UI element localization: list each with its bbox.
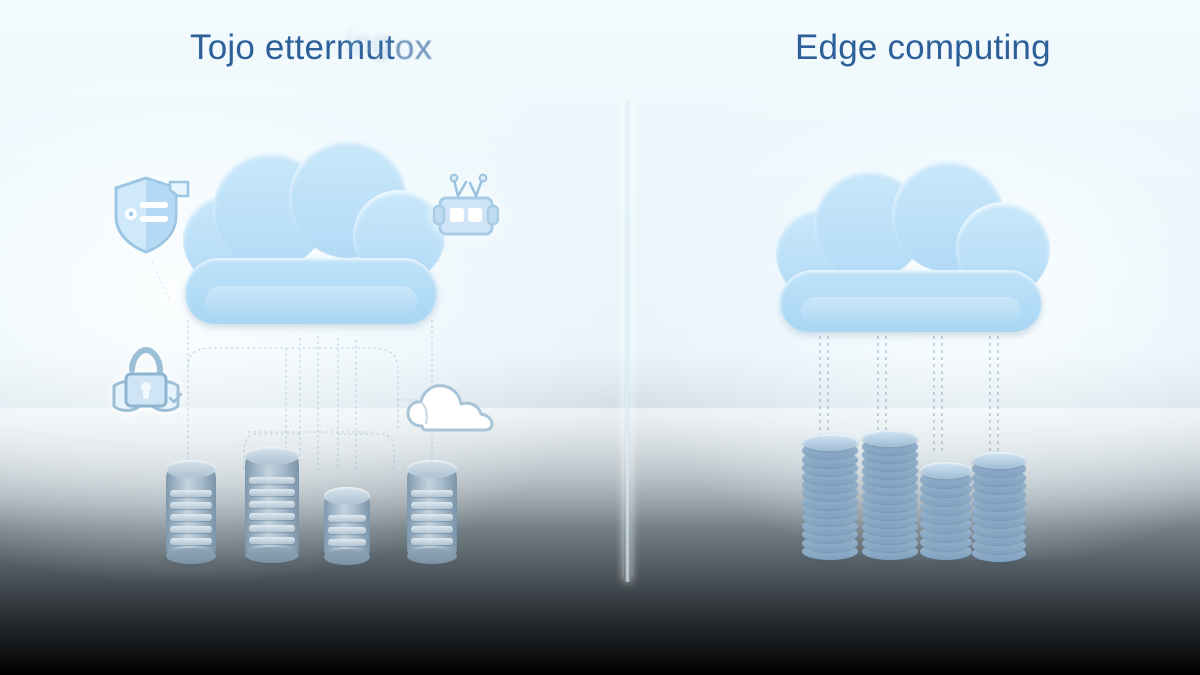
right-panel-title: Edge computing <box>795 28 1051 67</box>
server-rack-2 <box>245 447 299 567</box>
robot-icon <box>432 173 500 236</box>
left-panel-title: Tojo ettermutox ing <box>190 24 433 68</box>
left-title-ghost: ing <box>346 24 391 61</box>
cloud-body <box>780 270 1042 332</box>
stack-disc <box>972 452 1026 469</box>
stack-disc <box>862 430 918 447</box>
central-cloud <box>183 140 445 324</box>
stack-disc <box>802 434 858 451</box>
disc-stack-3 <box>920 462 972 560</box>
small-cloud-icon <box>406 384 494 432</box>
cloud-body <box>185 257 437 324</box>
disc-stack-1 <box>802 434 858 560</box>
lock-icon <box>112 346 183 412</box>
left-title-tail: ox <box>394 28 433 67</box>
panel-divider <box>624 100 631 582</box>
server-rack-3 <box>324 487 370 565</box>
server-rack-4 <box>407 460 457 566</box>
left-title-main: Tojo ettermut <box>190 28 395 67</box>
stack-disc <box>920 462 972 479</box>
server-rack-1 <box>166 460 216 566</box>
edge-cloud <box>776 160 1050 332</box>
disc-stack-4 <box>972 452 1026 562</box>
disc-stack-2 <box>862 430 918 560</box>
shield-icon <box>114 176 190 254</box>
